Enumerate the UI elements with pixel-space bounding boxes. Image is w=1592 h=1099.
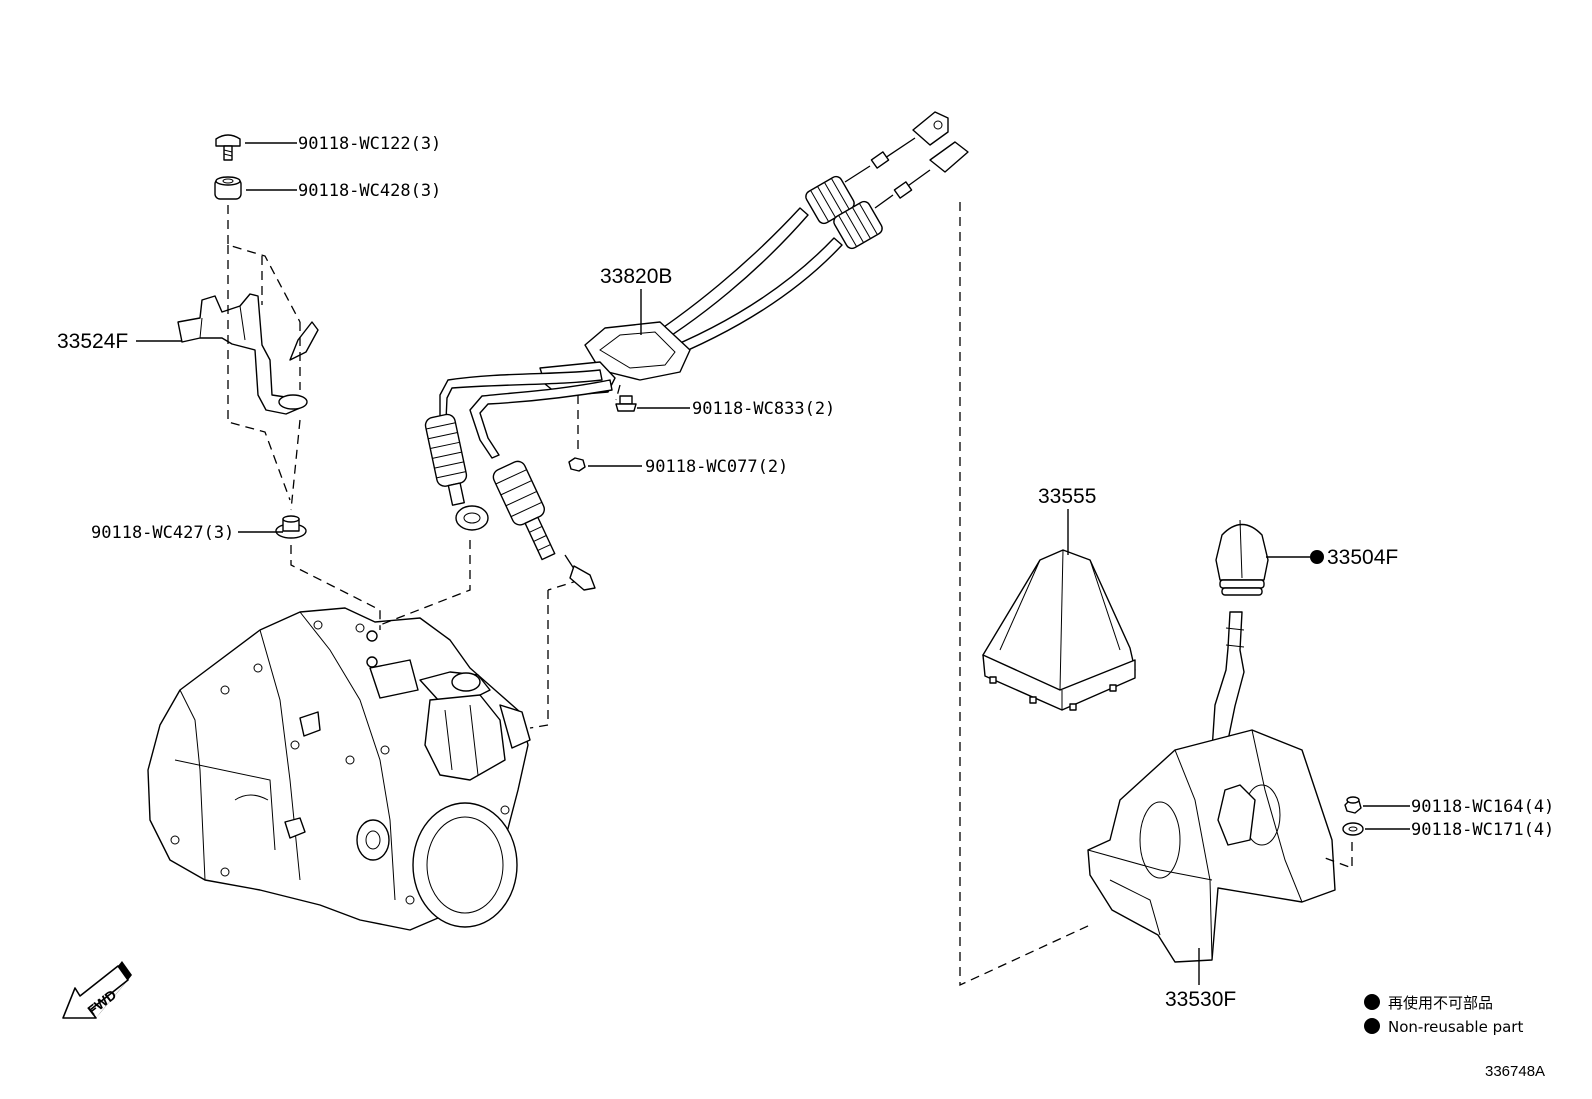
- part-label-33820b: 33820B: [600, 265, 672, 288]
- washer-90118-wc171-icon: [1342, 822, 1364, 836]
- bracket-33524f-icon: [177, 293, 319, 415]
- legend-english: Non-reusable part: [1388, 1018, 1523, 1036]
- illustration-id: 336748A: [1485, 1063, 1545, 1080]
- part-label-90118-wc427: 90118-WC427(3): [91, 523, 234, 543]
- legend: 再使用不可部品 Non-reusable part: [1364, 994, 1523, 1036]
- nut-90118-wc164-icon: [1344, 796, 1362, 814]
- part-label-90118-wc428: 90118-WC428(3): [298, 181, 441, 201]
- part-label-90118-wc833: 90118-WC833(2): [692, 399, 835, 419]
- transmission-illustration: [147, 607, 531, 931]
- grommet-90118-wc428-icon: [214, 176, 242, 200]
- bolt-90118-wc833-icon: [615, 395, 637, 412]
- shift-boot-33555-icon: [982, 549, 1136, 711]
- part-label-33524f: 33524F: [57, 330, 128, 353]
- forward-direction-arrow-icon: FWD: [62, 961, 132, 1019]
- legend-bullet-icon: [1364, 1018, 1380, 1034]
- nut-90118-wc077-icon: [568, 457, 586, 472]
- part-label-90118-wc171: 90118-WC171(4): [1411, 820, 1554, 840]
- part-label-90118-wc122: 90118-WC122(3): [298, 134, 441, 154]
- legend-japanese: 再使用不可部品: [1388, 994, 1493, 1012]
- non-reusable-marker-icon: [1310, 550, 1324, 564]
- shift-lever-33530f-icon: [1087, 611, 1336, 963]
- collar-90118-wc427-icon: [275, 515, 307, 539]
- shift-cable-33820b-icon: [424, 111, 969, 591]
- bolt-90118-wc122-icon: [215, 134, 241, 161]
- leader-lines: [136, 142, 1410, 985]
- part-label-33504f: 33504F: [1327, 546, 1398, 569]
- shift-knob-33504f-icon: [1215, 519, 1269, 596]
- part-label-90118-wc077: 90118-WC077(2): [645, 457, 788, 477]
- legend-bullet-icon: [1364, 994, 1380, 1010]
- part-label-33555: 33555: [1038, 485, 1096, 508]
- part-label-90118-wc164: 90118-WC164(4): [1411, 797, 1554, 817]
- part-label-33530f: 33530F: [1165, 988, 1236, 1011]
